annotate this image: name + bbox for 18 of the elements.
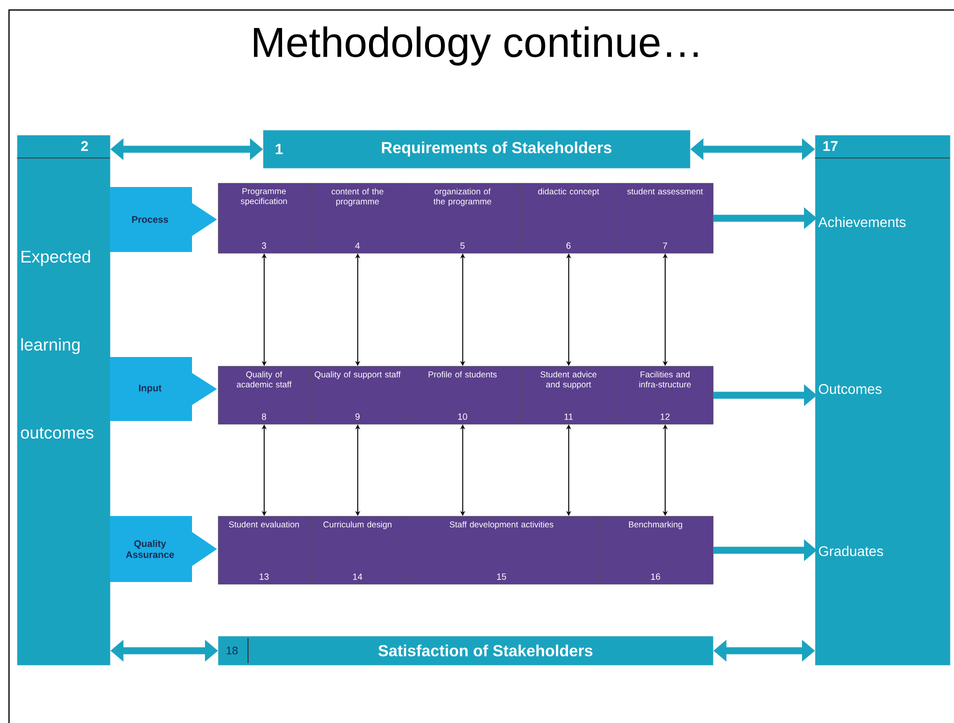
outcome-label: Achievements [818,216,906,228]
column-panel: 2 Expected learning outcomes [16,135,110,666]
outcome-label: Outcomes [818,384,882,394]
process-box: Facilities and infra-structure 12 [617,366,714,424]
outcome-label: Graduates [818,546,884,556]
process-box: Programme specification 3 [218,183,310,254]
process-box: organization of the programme 5 [405,183,520,254]
process-box: Curriculum design 14 [310,516,406,584]
process-box: didactic concept 6 [520,183,618,254]
process-box: Quality of support staff 9 [310,366,406,424]
process-box: content of the programme 4 [310,183,406,254]
process-box: student assessment 7 [617,183,714,254]
process-box: Quality of academic staff 8 [218,366,310,424]
process-box: Profile of students 10 [405,366,520,424]
process-box: Benchmarking 16 [598,516,714,584]
title: Methodology continue… [254,26,698,66]
process-box: Student advice and support 11 [520,366,618,424]
process-box: Student evaluation 13 [218,516,310,584]
